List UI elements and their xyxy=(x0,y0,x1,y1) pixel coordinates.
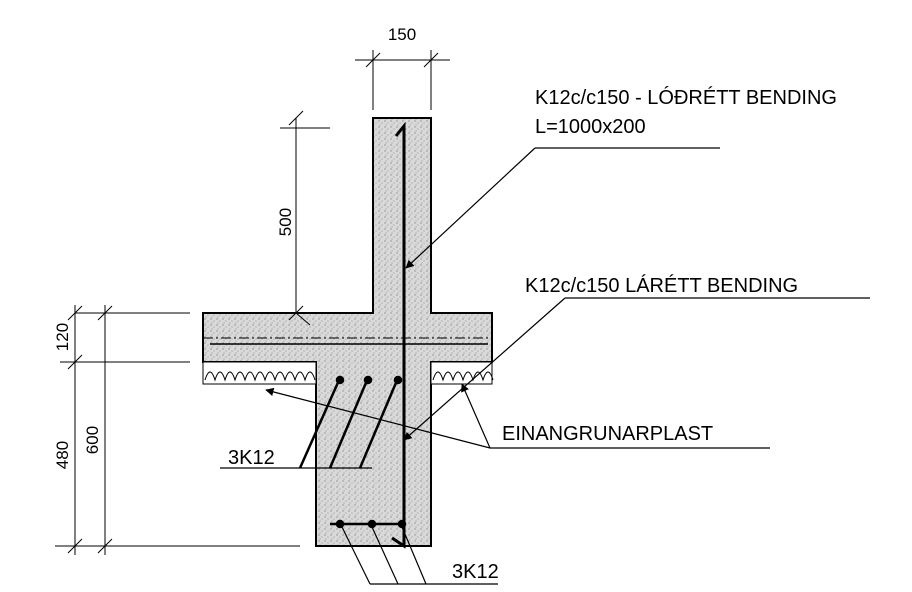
leader-horizontal-rebar xyxy=(403,297,870,441)
label-vertical-rebar: K12c/c150 - LÓÐRÉTT BENDING xyxy=(535,86,837,109)
inclined-bars xyxy=(298,375,403,469)
dim-footing-below-slab: 480 xyxy=(53,441,72,469)
dim-footing-depth: 600 xyxy=(83,426,102,454)
label-inclined-bars: 3K12 xyxy=(228,447,275,469)
dim-wall-height: 500 xyxy=(276,208,295,236)
dim-wall-thickness: 150 xyxy=(388,25,416,44)
dimension-wall-thickness xyxy=(355,50,450,110)
leader-vertical-rebar xyxy=(405,147,720,269)
label-insulation: EINANGRUNARPLAST xyxy=(502,423,713,445)
label-horizontal-rebar: K12c/c150 LÁRÉTT BENDING xyxy=(525,274,798,297)
label-vertical-rebar-length: L=1000x200 xyxy=(535,116,646,138)
label-bottom-bars: 3K12 xyxy=(452,561,499,583)
concrete-section xyxy=(202,117,493,547)
leader-insulation xyxy=(265,383,770,449)
dim-slab-thickness: 120 xyxy=(53,323,72,351)
insulation-left xyxy=(202,361,317,385)
vertical-rebar xyxy=(391,121,406,549)
leader-bottom-bars xyxy=(341,526,498,585)
dimension-wall-height xyxy=(280,110,330,326)
insulation-right xyxy=(430,361,494,385)
dimension-left xyxy=(55,305,300,555)
